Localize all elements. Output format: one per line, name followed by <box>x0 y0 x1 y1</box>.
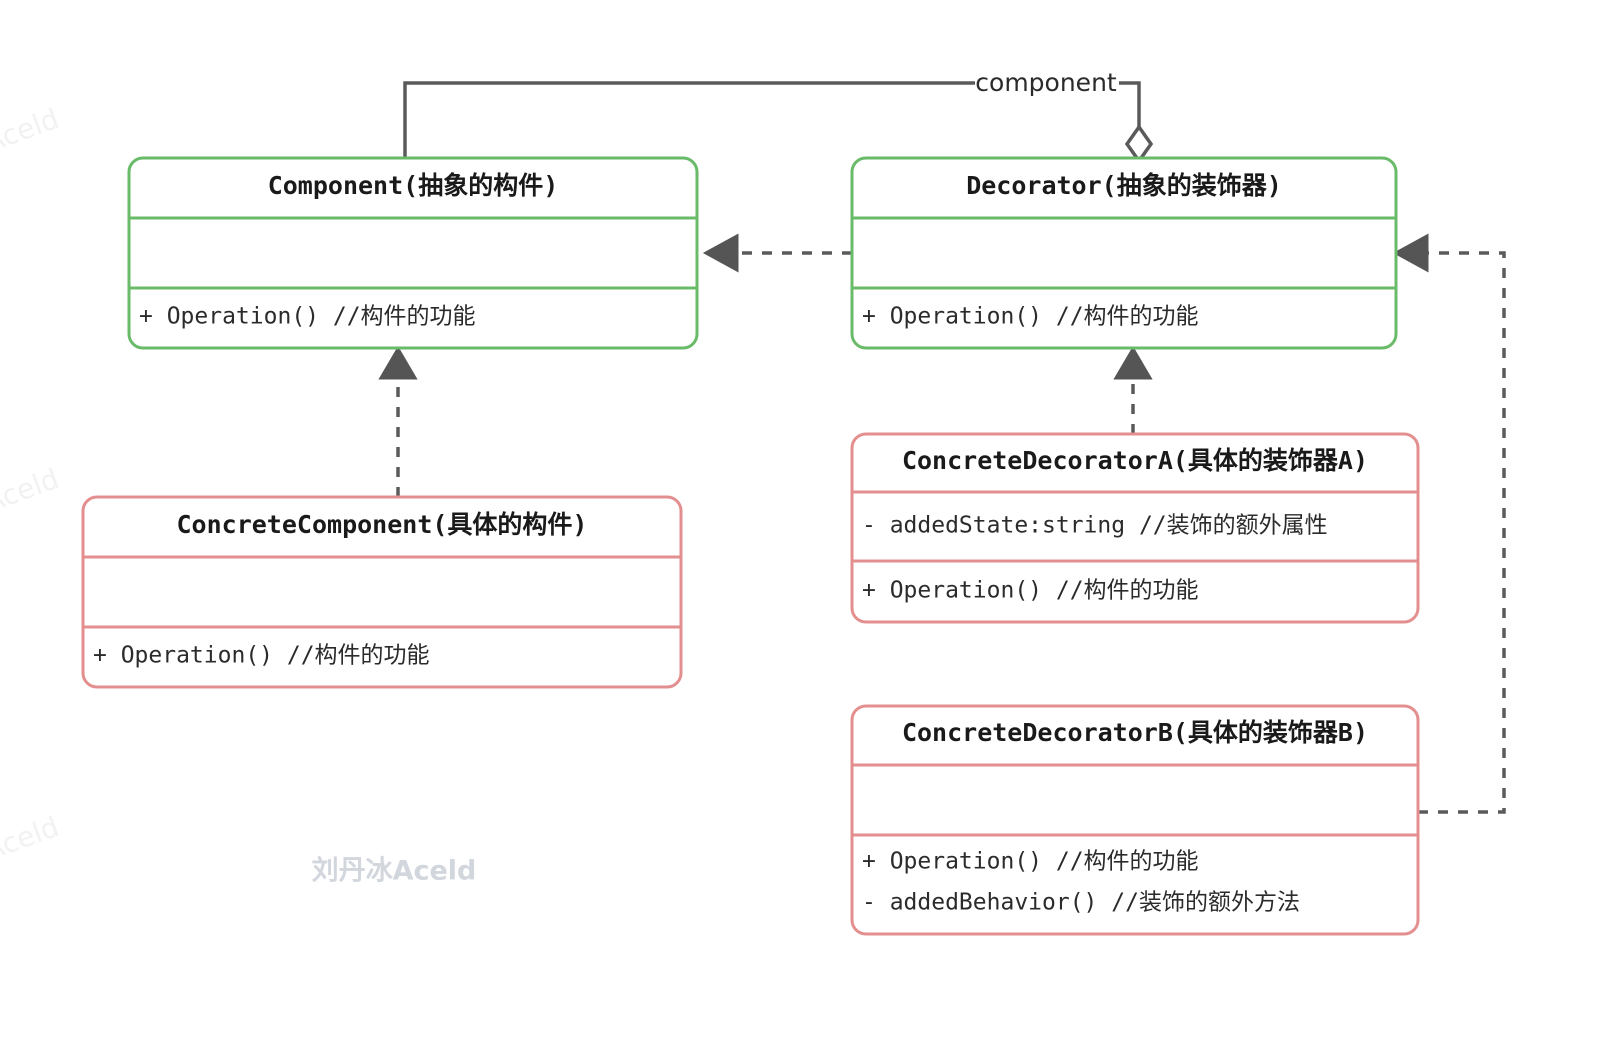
decorator-title: Decorator(抽象的装饰器) <box>966 171 1282 200</box>
realization-arrowhead-icon <box>702 233 739 273</box>
relation-realization-concrete-decorator-a-decorator[interactable] <box>1113 346 1153 434</box>
concrete-decorator-a-method-0: + Operation() //构件的功能 <box>862 578 1199 604</box>
watermark-author: 刘丹冰Aceld <box>312 856 477 887</box>
concrete-decorator-b-outline <box>850 704 1420 936</box>
realization-arrowhead-cda-icon <box>1113 346 1153 380</box>
concrete-decorator-a-title: ConcreteDecoratorA(具体的装饰器A) <box>902 446 1368 475</box>
class-box-concrete-decorator-a[interactable]: ConcreteDecoratorA(具体的装饰器A) - addedState… <box>850 432 1420 624</box>
class-box-concrete-component[interactable]: ConcreteComponent(具体的构件) + Operation() /… <box>81 495 683 689</box>
class-box-component[interactable]: Component(抽象的构件) + Operation() //构件的功能 <box>127 156 699 350</box>
watermark-edge-bottom: Aceld <box>0 810 63 867</box>
watermark-edge-top: Aceld <box>0 102 63 159</box>
component-outline <box>127 156 699 350</box>
concrete-component-method-0: + Operation() //构件的功能 <box>93 643 430 669</box>
class-box-concrete-decorator-b[interactable]: ConcreteDecoratorB(具体的装饰器B) + Operation(… <box>850 704 1420 936</box>
aggregation-line-left <box>403 81 975 158</box>
decorator-method-0: + Operation() //构件的功能 <box>862 304 1199 330</box>
concrete-decorator-a-outline <box>850 432 1420 624</box>
aggregation-diamond-icon <box>1124 123 1154 165</box>
concrete-decorator-b-method-1: - addedBehavior() //装饰的额外方法 <box>862 890 1300 916</box>
relation-realization-decorator-component[interactable] <box>702 233 852 273</box>
decorator-outline <box>850 156 1398 350</box>
component-method-0: + Operation() //构件的功能 <box>139 304 476 330</box>
aggregation-line-right <box>1119 81 1141 127</box>
relation-aggregation-component-decorator[interactable]: component <box>403 68 1154 165</box>
realization-line-decorator-b <box>1418 251 1506 814</box>
realization-arrowhead-b-icon <box>1392 233 1429 273</box>
class-box-decorator[interactable]: Decorator(抽象的装饰器) + Operation() //构件的功能 <box>850 156 1398 350</box>
concrete-decorator-b-method-0: + Operation() //构件的功能 <box>862 849 1199 875</box>
aggregation-label: component <box>975 68 1117 97</box>
concrete-component-outline <box>81 495 683 689</box>
watermark-edge-middle: Aceld <box>0 462 63 519</box>
component-title: Component(抽象的构件) <box>268 171 559 200</box>
relation-realization-concrete-decorator-b-decorator[interactable] <box>1392 233 1506 814</box>
concrete-decorator-b-title: ConcreteDecoratorB(具体的装饰器B) <box>902 718 1368 747</box>
concrete-component-title: ConcreteComponent(具体的构件) <box>177 510 588 539</box>
relation-realization-concrete-component-component[interactable] <box>378 346 418 497</box>
concrete-decorator-a-attribute-0: - addedState:string //装饰的额外属性 <box>862 513 1328 539</box>
realization-arrowhead-cc-icon <box>378 346 418 380</box>
